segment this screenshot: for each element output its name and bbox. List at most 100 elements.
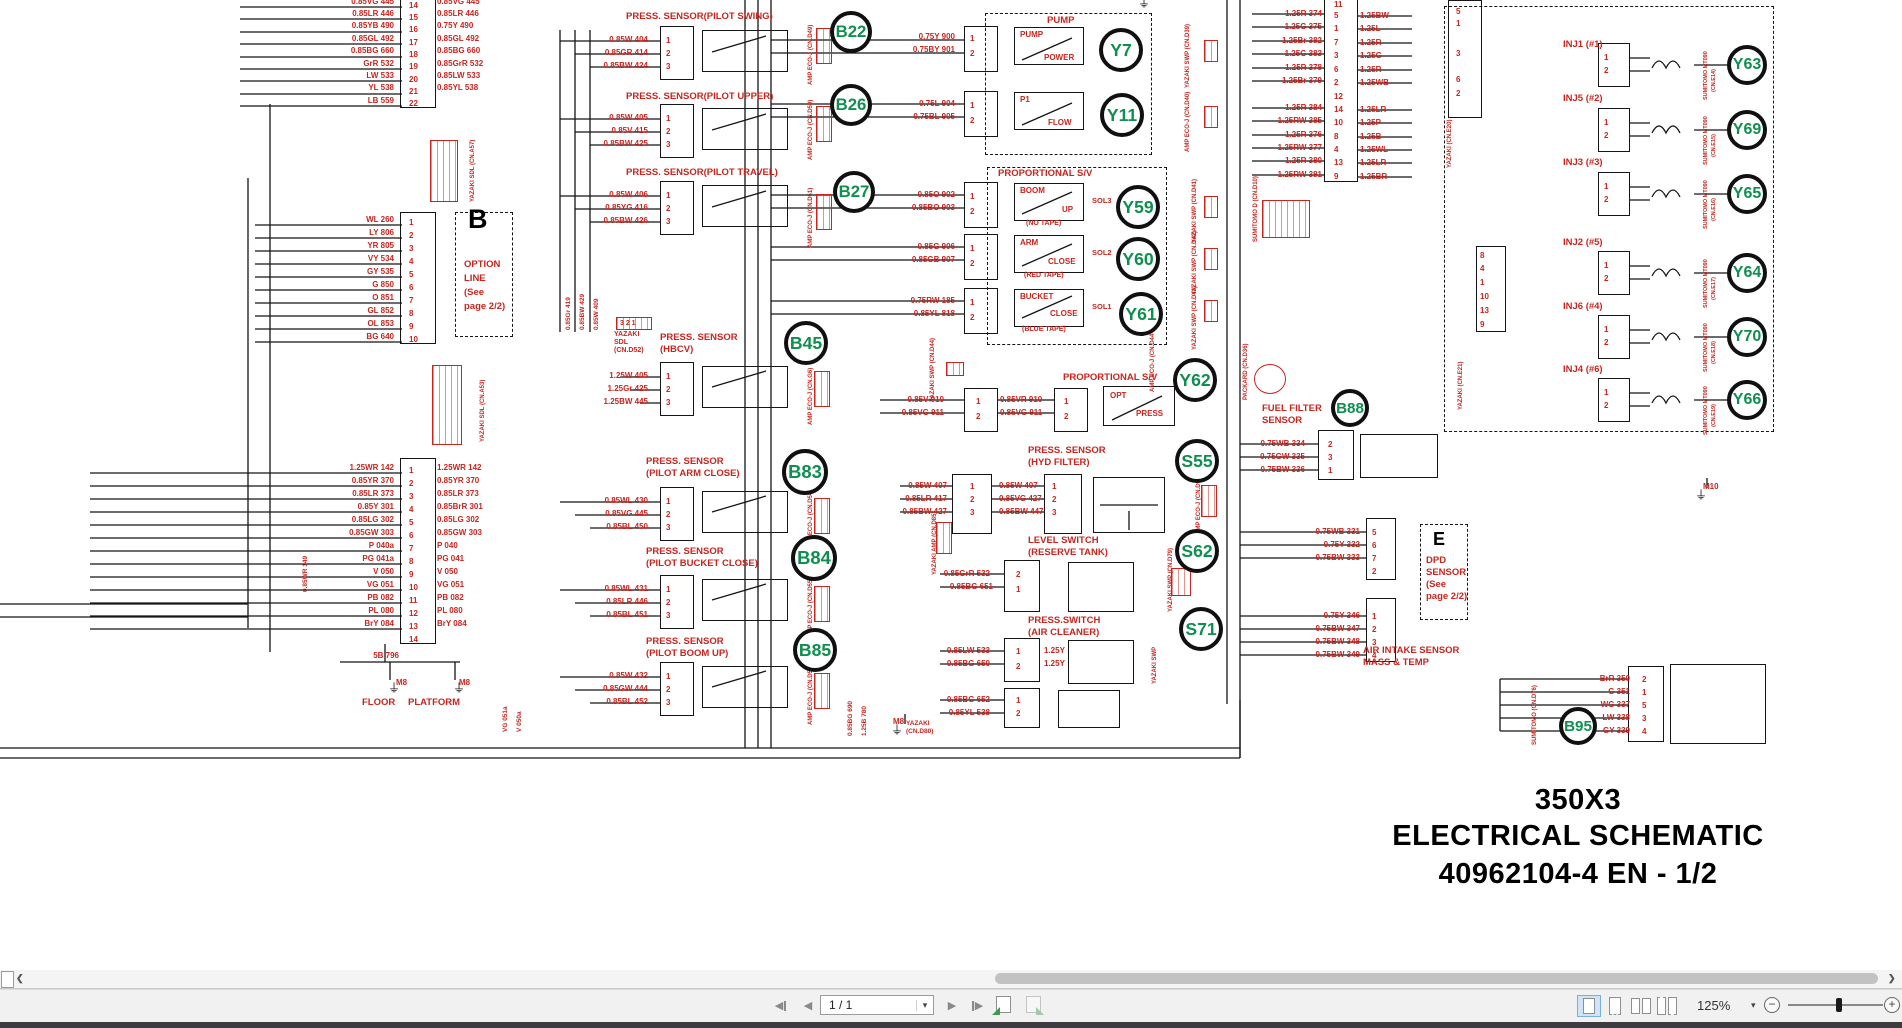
component-circle: Y61 <box>1119 292 1163 336</box>
wire-label: 0.85G 906 <box>917 242 955 251</box>
scrollbar-thumb[interactable] <box>995 973 1878 984</box>
continuous-facing-view-button[interactable] <box>1655 995 1679 1017</box>
section-label: DPD <box>1426 555 1447 566</box>
wire-label: 1 <box>1604 53 1609 62</box>
connector-box <box>1204 300 1218 322</box>
connector-box <box>1360 434 1438 478</box>
last-page-button[interactable]: ▶ <box>964 994 990 1018</box>
zoom-dropdown-caret-icon[interactable]: ▾ <box>1751 1000 1756 1010</box>
zoom-in-button[interactable]: + <box>1884 997 1900 1013</box>
previous-view-button[interactable] <box>992 996 1014 1015</box>
horizontal-scrollbar[interactable]: ❮ ❯ <box>0 970 1902 989</box>
connector-box <box>430 140 458 202</box>
facing-left-icon <box>1631 998 1640 1014</box>
section-label: PUMP <box>1047 15 1075 26</box>
connector-box <box>1420 524 1468 620</box>
wire-label: LW 338 <box>1602 713 1630 722</box>
wire-label: 3 <box>409 492 414 501</box>
connector-box <box>400 212 436 344</box>
wire-label: 0.75Y 346 <box>1323 611 1360 620</box>
wire-label: 6 <box>1372 541 1377 550</box>
wire-label: 12 <box>1334 92 1343 101</box>
facing-view-button[interactable] <box>1629 995 1653 1017</box>
wire-label: 1.25WL <box>1360 145 1389 154</box>
continuous-view-button[interactable] <box>1603 995 1627 1017</box>
wire-label: SUMITOMO MT090 <box>1703 180 1709 229</box>
wire-label: 22 <box>409 99 418 108</box>
previous-page-button[interactable]: ◀ <box>798 994 818 1018</box>
wire-label: YR 805 <box>367 241 394 250</box>
connector-box <box>1598 172 1630 216</box>
wire-label: 2 <box>1604 66 1609 75</box>
wire-label: 8 <box>1480 251 1485 260</box>
section-label: PROPORTIONAL S/V <box>998 168 1093 179</box>
zoom-slider-knob[interactable] <box>1836 998 1842 1012</box>
wire-label: (CN.E15) <box>1711 134 1717 157</box>
wire-label: 1 <box>1064 397 1069 406</box>
wire-label: VG 051 <box>366 580 394 589</box>
section-label: PRESS. SENSOR <box>660 332 738 343</box>
connector-box <box>400 458 436 644</box>
page-number-input[interactable]: 1 / 1 ▾ <box>820 995 934 1015</box>
wire-label: 3 <box>409 244 414 253</box>
wire-label: 10 <box>1480 292 1489 301</box>
wire-label: 6 <box>1334 65 1339 74</box>
next-page-button[interactable]: ▶ <box>942 994 962 1018</box>
wire-label: PRESS <box>1136 409 1164 418</box>
connector-box <box>964 234 998 280</box>
wire-label: P 040 <box>437 541 458 550</box>
wire-label: VG 051a <box>502 706 509 732</box>
wire-label: 5 <box>1456 7 1461 16</box>
connector-box <box>1598 315 1630 359</box>
wire-label: 1 <box>666 585 671 594</box>
component-circle: B27 <box>833 171 875 213</box>
connector-box <box>616 317 652 330</box>
wire-label: 13 <box>1480 306 1489 315</box>
wire-label: 0.85GW 303 <box>437 528 482 537</box>
section-label: SENSOR <box>1262 415 1303 426</box>
wire-label: 0.75BW 336 <box>1260 465 1305 474</box>
section-label: page 2/2) <box>464 301 506 312</box>
wire-label: YL 538 <box>368 83 394 92</box>
wire-label: UP <box>1062 205 1074 214</box>
connector-box <box>814 586 830 622</box>
next-view-button[interactable] <box>1022 996 1044 1015</box>
wire-label: 0.85VG 445 <box>605 509 648 518</box>
page-dropdown-caret-icon[interactable]: ▾ <box>916 999 933 1011</box>
wire-label: 2 <box>1456 89 1461 98</box>
wire-label: LY 806 <box>369 228 394 237</box>
scroll-left-icon[interactable]: ❮ <box>16 973 24 983</box>
wire-label: 0.85W 406 <box>609 190 648 199</box>
wire-label: 0.85BW 429 <box>579 293 586 330</box>
wire-label: GY 339 <box>1603 726 1630 735</box>
wire-label: 14 <box>409 1 418 10</box>
connector-box <box>1014 183 1084 221</box>
scrollbar-corner-grip[interactable] <box>1 971 14 988</box>
wire-label: (CN.E17) <box>1711 277 1717 300</box>
connector-box <box>1004 560 1040 612</box>
component-circle: S62 <box>1175 529 1219 573</box>
single-page-view-button[interactable] <box>1577 995 1601 1017</box>
wire-label: 1 <box>970 482 975 491</box>
wire-label: PL 080 <box>437 606 463 615</box>
wire-label: 0.85GrR 532 <box>437 59 484 68</box>
wire-label: 0.85LG 302 <box>437 515 480 524</box>
wire-label: 3 <box>1334 51 1339 60</box>
zoom-level[interactable]: 125% <box>1697 998 1731 1013</box>
wire-label: 17 <box>409 38 418 47</box>
zoom-slider-track[interactable] <box>1788 1004 1883 1006</box>
connector-box <box>1476 246 1506 332</box>
connector-box <box>432 365 462 445</box>
first-page-button[interactable]: ◀ <box>768 994 794 1018</box>
wire-label: 0.85VG 427 <box>999 494 1042 503</box>
wire-label: (NO TAPE) <box>1026 220 1062 227</box>
wire-label: 0.85BrR 301 <box>437 502 483 511</box>
wire-label: M8 <box>459 678 471 687</box>
wire-label: 0.75GW 335 <box>1260 452 1305 461</box>
zoom-out-button[interactable]: − <box>1764 997 1780 1013</box>
scroll-right-icon[interactable]: ❯ <box>1888 973 1896 983</box>
component-circle: Y11 <box>1100 93 1144 137</box>
wire-label: 1.25WB <box>1360 78 1389 87</box>
wire-label: 1.25R 376 <box>1285 130 1322 139</box>
